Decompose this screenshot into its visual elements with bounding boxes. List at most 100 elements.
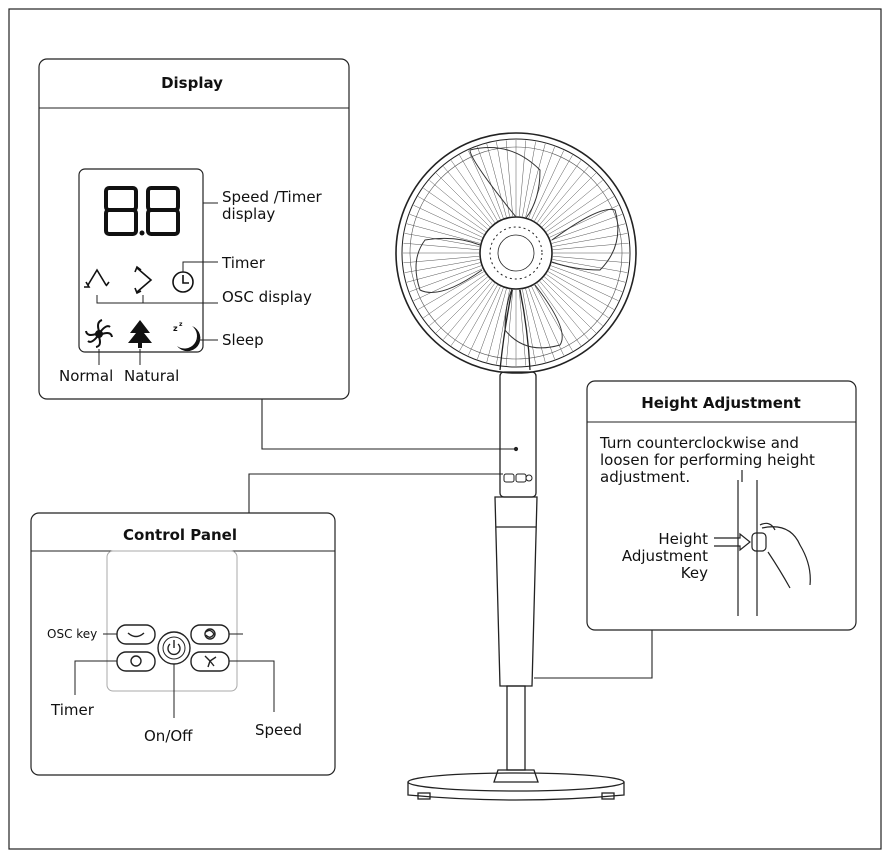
guard-spoke (477, 287, 504, 360)
guard-spoke (518, 289, 527, 366)
svg-text:z: z (179, 321, 183, 328)
guard-spoke (459, 155, 498, 222)
guard-spoke (505, 140, 514, 217)
control-pointer-lines (74, 633, 275, 718)
timer-key-label: Timer (50, 701, 95, 719)
height-adjustment-key (751, 532, 767, 552)
key-arrow-icon (714, 532, 751, 552)
guard-spoke (549, 205, 619, 238)
guard-spoke (544, 276, 603, 326)
guard-spoke (418, 196, 485, 235)
speed-timer-label: Speed /Timer (222, 188, 323, 206)
fan-hub-dots (489, 226, 543, 280)
display-screen (78, 168, 204, 353)
fan-blades (415, 147, 619, 349)
guard-spoke (443, 281, 493, 340)
height-instruction-1: Turn counterclockwise and (599, 434, 799, 452)
guard-spoke (518, 140, 527, 217)
guard-spoke (550, 265, 623, 292)
height-key-illustration (714, 470, 811, 616)
guard-spoke (525, 143, 546, 218)
guard-spoke (450, 283, 495, 346)
pole-controls (503, 446, 533, 483)
guard-spoke (552, 259, 628, 273)
guard-spoke (537, 160, 582, 223)
sleep-moon-icon: z z (173, 321, 201, 352)
fan-guard-spokes (403, 140, 629, 366)
osc-key-label: OSC key (47, 627, 97, 641)
guard-spoke (505, 289, 514, 366)
guard-spoke (541, 172, 597, 228)
outer-frame (8, 8, 882, 850)
guard-spoke (423, 274, 486, 319)
pole-head (499, 371, 537, 498)
base-foot (417, 792, 431, 800)
guard-spoke (539, 281, 589, 340)
guard-spoke (468, 150, 501, 220)
base-foot (601, 792, 615, 800)
guard-spoke (429, 180, 488, 230)
display-title: Display (161, 74, 223, 92)
guard-spoke (403, 242, 480, 251)
fan-guard-rim (401, 138, 631, 368)
speed-timer-label-2: display (222, 205, 275, 223)
guard-spoke (403, 255, 480, 264)
guard-spoke (552, 242, 629, 251)
guard-spoke (443, 166, 493, 225)
key-label-3: Key (681, 564, 708, 582)
guard-spoke (404, 259, 480, 273)
guard-spoke (546, 274, 609, 319)
guard-spoke (552, 233, 628, 247)
display-panel: z z (38, 58, 350, 400)
guard-spoke (531, 150, 564, 220)
guard-spoke (551, 223, 626, 244)
fan-hub-center (497, 234, 535, 272)
guard-spoke (486, 288, 507, 363)
upper-pole (494, 496, 538, 687)
height-panel (586, 380, 857, 631)
hand-outline (767, 551, 791, 589)
guard-spoke (531, 286, 564, 356)
guard-spoke (406, 262, 481, 283)
guard-spoke (486, 143, 507, 218)
guard-spoke (477, 146, 504, 219)
guard-spoke (413, 205, 483, 238)
natural-tree-icon (128, 320, 152, 348)
key-label-1: Height (658, 530, 708, 548)
guard-spoke (550, 214, 623, 241)
svg-text:z: z (173, 324, 178, 333)
guard-spoke (435, 278, 491, 334)
normal-label: Normal (59, 367, 113, 385)
control-panel (30, 512, 336, 776)
hand-outline (761, 526, 811, 586)
guard-spoke (435, 172, 491, 228)
guard-spoke (552, 255, 629, 264)
guard-spoke (468, 286, 501, 356)
hand-finger (759, 522, 776, 531)
guard-spoke (404, 233, 480, 247)
mode-button-icon-swirl (205, 629, 215, 638)
guard-spoke (539, 166, 589, 225)
timer-button-icon (130, 655, 142, 667)
natural-label: Natural (124, 367, 179, 385)
guard-spoke (547, 196, 614, 235)
fan-guard-outer (395, 132, 637, 374)
guard-spoke (423, 187, 486, 232)
guard-spoke (429, 276, 488, 326)
guard-spoke (549, 268, 619, 301)
guard-spoke (409, 265, 482, 292)
guard-spoke (544, 180, 603, 230)
osc-right-icon (134, 265, 153, 295)
osc-key-icon (127, 632, 145, 638)
speed-digits (104, 186, 180, 236)
guard-spoke (525, 288, 546, 363)
fan-hub (479, 216, 553, 290)
base-body (407, 782, 625, 801)
sleep-label: Sleep (222, 331, 264, 349)
timer-display-label: Timer (221, 254, 266, 272)
guard-spoke (541, 278, 597, 334)
guard-spoke (450, 160, 495, 223)
osc-left-icon (84, 268, 110, 288)
mode-button-icon (204, 628, 216, 640)
